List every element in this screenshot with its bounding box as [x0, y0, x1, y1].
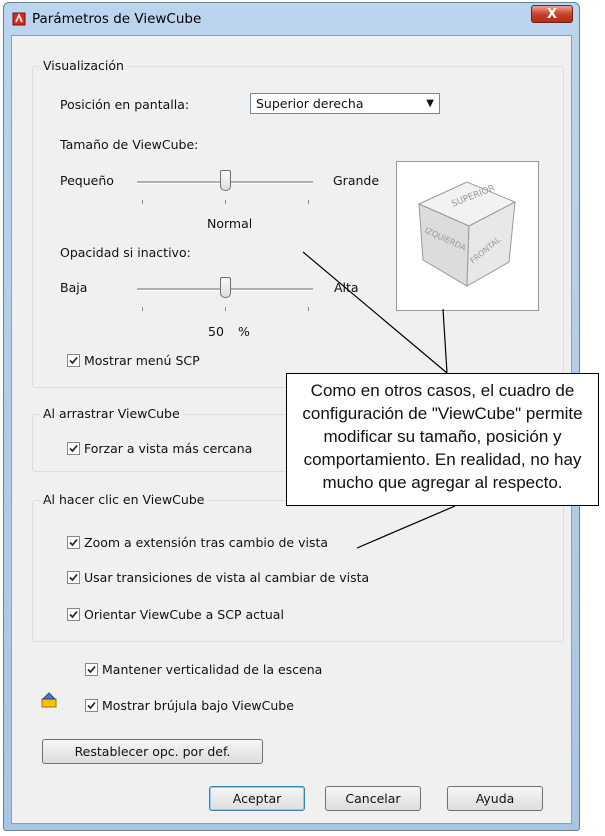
- opacity-value-number: 50: [208, 324, 224, 339]
- show-compass-checkbox[interactable]: [85, 699, 98, 712]
- callout-text: Como en otros casos, el cuadro de config…: [302, 381, 583, 492]
- title-bar[interactable]: Parámetros de ViewCube X: [4, 3, 579, 35]
- opacity-tick: [225, 307, 226, 311]
- view-transitions-label: Usar transiciones de vista al cambiar de…: [84, 570, 370, 585]
- checkmark-icon: [69, 538, 78, 547]
- click-group-label: Al hacer clic en ViewCube: [40, 492, 208, 507]
- keep-scene-upright-label: Mantener verticalidad de la escena: [102, 662, 323, 677]
- viewcube-icon: SUPERIOR IZQUIERDA FRONTAL: [417, 181, 517, 287]
- zoom-extents-label: Zoom a extensión tras cambio de vista: [84, 535, 329, 550]
- position-label: Posición en pantalla:: [60, 97, 190, 112]
- size-max-label: Grande: [333, 173, 380, 188]
- checkmark-icon: [87, 701, 96, 710]
- size-tick: [225, 200, 226, 204]
- snap-closest-view-label: Forzar a vista más cercana: [84, 441, 253, 456]
- viewcube-preview: SUPERIOR IZQUIERDA FRONTAL: [396, 161, 539, 311]
- checkmark-icon: [69, 356, 78, 365]
- visualization-group: Visualización: [32, 58, 564, 388]
- zoom-extents-checkbox[interactable]: [67, 536, 80, 549]
- ok-button[interactable]: Aceptar: [209, 786, 305, 811]
- size-value-label: Normal: [207, 216, 253, 231]
- show-compass-label: Mostrar brújula bajo ViewCube: [102, 698, 294, 713]
- checkmark-icon: [69, 444, 78, 453]
- opacity-value-unit: %: [238, 324, 250, 339]
- position-select-value: Superior derecha: [256, 96, 364, 111]
- close-icon: X: [546, 7, 558, 22]
- drag-group-label: Al arrastrar ViewCube: [40, 406, 183, 421]
- visualization-group-label: Visualización: [40, 58, 127, 73]
- opacity-min-label: Baja: [60, 280, 88, 295]
- app-icon: [12, 12, 26, 26]
- show-ucs-menu-label: Mostrar menú SCP: [84, 353, 200, 368]
- opacity-tick: [142, 307, 143, 311]
- cancel-button[interactable]: Cancelar: [325, 786, 421, 811]
- opacity-tick: [308, 307, 309, 311]
- chevron-down-icon: ▼: [426, 98, 434, 109]
- opacity-label: Opacidad si inactivo:: [60, 245, 191, 260]
- restore-defaults-button[interactable]: Restablecer opc. por def.: [42, 739, 263, 764]
- size-min-label: Pequeño: [60, 173, 114, 188]
- show-ucs-menu-checkbox[interactable]: [67, 354, 80, 367]
- keep-scene-upright-checkbox[interactable]: [85, 663, 98, 676]
- checkmark-icon: [69, 610, 78, 619]
- window-title: Parámetros de ViewCube: [32, 11, 202, 27]
- position-select[interactable]: Superior derecha ▼: [250, 93, 440, 114]
- size-tick: [142, 200, 143, 204]
- checkmark-icon: [87, 665, 96, 674]
- snap-closest-view-checkbox[interactable]: [67, 442, 80, 455]
- size-slider-thumb[interactable]: [220, 170, 231, 191]
- checkmark-icon: [69, 573, 78, 582]
- opacity-slider-thumb[interactable]: [220, 277, 231, 298]
- orient-to-ucs-checkbox[interactable]: [67, 608, 80, 621]
- view-transitions-checkbox[interactable]: [67, 571, 80, 584]
- close-button[interactable]: X: [531, 5, 573, 23]
- help-button[interactable]: Ayuda: [447, 786, 543, 811]
- annotation-callout: Como en otros casos, el cuadro de config…: [286, 373, 599, 506]
- size-label: Tamaño de ViewCube:: [60, 137, 199, 152]
- orient-to-ucs-label: Orientar ViewCube a SCP actual: [84, 607, 284, 622]
- compass-icon: [41, 692, 57, 708]
- size-tick: [308, 200, 309, 204]
